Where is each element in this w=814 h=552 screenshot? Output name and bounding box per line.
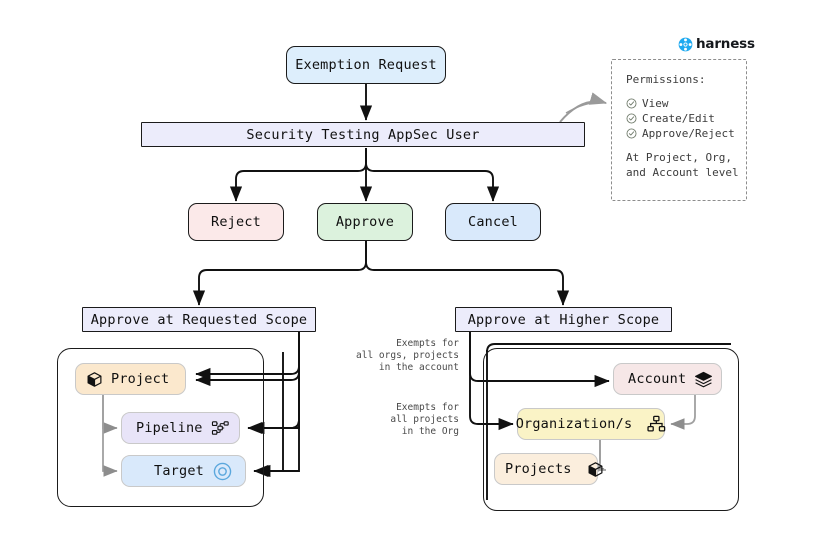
- permissions-title: Permissions:: [626, 73, 706, 86]
- cube-icon: [86, 371, 103, 388]
- node-label: Cancel: [468, 214, 518, 230]
- higher-scope-group: [483, 348, 739, 511]
- edge-label-org-scope: Exempts for all projects in the Org: [390, 402, 459, 437]
- harness-brand: harness: [678, 36, 755, 52]
- check-circle-icon: [626, 113, 637, 124]
- node-label: Organization/s: [515, 416, 633, 432]
- node-cancel[interactable]: Cancel: [445, 203, 541, 241]
- node-label: Project: [111, 371, 170, 387]
- node-label: Approve at Higher Scope: [467, 311, 660, 328]
- permission-item-create-edit: Create/Edit: [626, 111, 746, 126]
- node-label: Target: [154, 463, 204, 479]
- node-label: Security Testing AppSec User: [246, 126, 480, 143]
- org-chart-icon: [647, 415, 666, 433]
- node-label: Approve at Requested Scope: [90, 311, 308, 328]
- node-exemption-request[interactable]: Exemption Request: [286, 46, 446, 84]
- node-target[interactable]: Target: [121, 455, 246, 487]
- harness-diamond-icon: [678, 37, 693, 52]
- node-approve[interactable]: Approve: [317, 203, 413, 241]
- permission-label: Approve/Reject: [642, 127, 735, 140]
- permission-item-approve-reject: Approve/Reject: [626, 126, 746, 141]
- edge-label-account-scope: Exempts for all orgs, projects in the ac…: [356, 338, 459, 373]
- node-label: Projects: [505, 461, 572, 477]
- permissions-footer-line2: and Account level: [626, 166, 739, 179]
- permission-label: View: [642, 97, 669, 110]
- node-pipeline[interactable]: Pipeline: [121, 412, 240, 444]
- node-label: Reject: [211, 214, 261, 230]
- node-label: Account: [628, 371, 687, 387]
- node-projects[interactable]: Projects: [494, 453, 603, 485]
- cube-icon: [587, 461, 604, 478]
- check-circle-icon: [626, 98, 637, 109]
- node-label: Pipeline: [136, 420, 203, 436]
- target-circle-icon: [212, 461, 233, 482]
- node-label: Exemption Request: [295, 57, 437, 73]
- check-circle-icon: [626, 128, 637, 139]
- node-appsec-user[interactable]: Security Testing AppSec User: [141, 122, 585, 147]
- permissions-footer-line1: At Project, Org,: [626, 151, 732, 164]
- requested-scope-group: [57, 348, 264, 507]
- node-project[interactable]: Project: [75, 363, 186, 395]
- node-organizations[interactable]: Organization/s: [515, 408, 666, 440]
- permission-label: Create/Edit: [642, 112, 715, 125]
- node-approve-higher-scope[interactable]: Approve at Higher Scope: [455, 307, 672, 332]
- node-reject[interactable]: Reject: [188, 203, 284, 241]
- permission-item-view: View: [626, 96, 746, 111]
- permissions-panel: Permissions: View Create/Edit: [611, 59, 747, 201]
- node-approve-requested-scope[interactable]: Approve at Requested Scope: [82, 307, 316, 332]
- node-label: Approve: [335, 214, 395, 230]
- layers-stack-icon: [694, 370, 713, 389]
- pipeline-nodes-icon: [211, 420, 230, 436]
- node-account[interactable]: Account: [613, 363, 722, 395]
- brand-name: harness: [696, 36, 755, 52]
